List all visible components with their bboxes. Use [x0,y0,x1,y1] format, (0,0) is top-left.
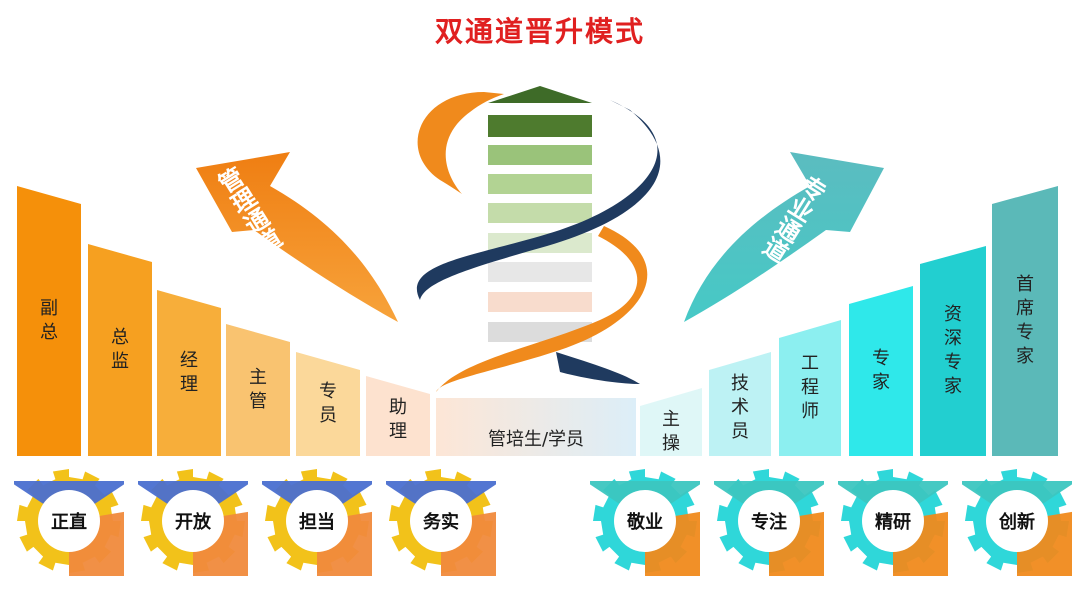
management-level-label: 专员 [319,381,337,426]
professional-level-bar: 专家 [849,286,913,456]
helix-strands [416,92,661,392]
professional-level-bar: 主操 [640,388,702,456]
helix-ladder [488,86,592,342]
gear-icon [714,469,824,576]
professional-level-label: 首席专家 [1016,274,1034,367]
professional-level-bar: 资深专家 [920,246,986,456]
value-label: 担当 [299,512,335,533]
management-level-bar: 总监 [88,244,152,456]
management-level-bar: 经理 [157,290,221,456]
gear-icon [962,469,1072,576]
management-level-label: 助理 [389,397,407,442]
management-level-bar: 助理 [366,376,430,456]
management-level-bar: 专员 [296,352,360,456]
management-level-label: 总监 [111,327,129,372]
professional-arrow-label: 专业通道 [755,169,831,266]
value-label: 正直 [51,512,87,533]
professional-value-gear: 创新 [962,466,1072,576]
professional-level-label: 工程师 [801,353,819,422]
professional-level-bar: 首席专家 [992,186,1058,456]
management-value-gear: 开放 [138,466,248,576]
gear-icon [138,469,248,576]
management-value-gear: 务实 [386,466,496,576]
professional-level-bar: 工程师 [779,320,841,456]
professional-level-label: 技术员 [731,373,749,442]
professional-value-gear: 专注 [714,466,824,576]
management-level-bar: 主管 [226,324,290,456]
gear-icon [838,469,948,576]
management-level-label: 主管 [249,367,267,412]
management-level-bar: 副总 [17,186,81,456]
management-arrow-label: 管理通道 [210,163,286,260]
management-value-gear: 担当 [262,466,372,576]
management-value-gear: 正直 [14,466,124,576]
professional-level-bar: 技术员 [709,352,771,456]
gear-icon [262,469,372,576]
professional-level-label: 专家 [872,348,890,393]
professional-value-gear: 精研 [838,466,948,576]
value-label: 开放 [175,512,211,533]
gear-icon [14,469,124,576]
value-label: 创新 [999,512,1035,533]
value-label: 精研 [875,512,911,533]
gear-icon [386,469,496,576]
professional-value-gear: 敬业 [590,466,700,576]
gear-icon [590,469,700,576]
value-label: 敬业 [627,512,663,533]
professional-level-label: 资深专家 [944,304,962,397]
management-level-label: 副总 [40,298,58,343]
value-label: 务实 [423,512,459,533]
professional-level-label: 主操 [662,409,680,454]
shared-level-bar: 管培生/学员 [436,398,636,456]
value-label: 专注 [751,512,787,533]
shared-level-label: 管培生/学员 [487,429,585,450]
diagram-title: 双通道晋升模式 [434,15,645,48]
management-level-label: 经理 [180,350,198,395]
